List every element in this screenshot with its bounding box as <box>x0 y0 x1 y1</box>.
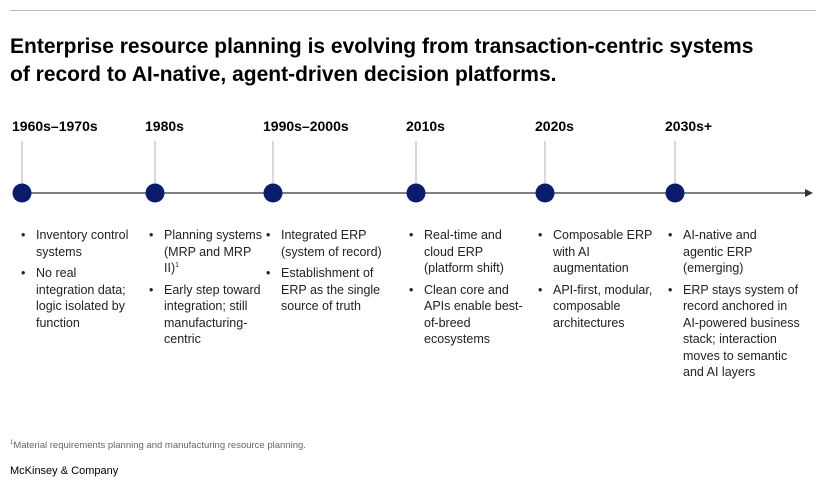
bullet-item: Real-time and cloud ERP (platform shift) <box>406 227 531 277</box>
bullet-item: Early step toward integration; still man… <box>146 282 264 348</box>
bullets-2030s-plus: AI-native and agentic ERP (emerging) ERP… <box>665 227 800 386</box>
bullet-item: Clean core and APIs enable best-of-breed… <box>406 282 531 348</box>
bullet-item: AI-native and agentic ERP (emerging) <box>665 227 800 277</box>
bullet-item: Integrated ERP (system of record) <box>263 227 395 260</box>
node-1960s-1970s <box>12 183 32 203</box>
top-rule <box>10 10 816 11</box>
bullet-item: Composable ERP with AI augmentation <box>535 227 655 277</box>
footnote: 1Material requirements planning and manu… <box>10 440 306 451</box>
node-2010s <box>406 183 426 203</box>
node-1980s <box>145 183 165 203</box>
bullets-1960s-1970s: Inventory control systems No real integr… <box>18 227 138 336</box>
era-label-1990s-2000s: 1990s–2000s <box>263 118 349 134</box>
node-2020s <box>535 183 555 203</box>
bullet-item-with-footnote: Planning systems (MRP and MRP II)1 <box>146 227 264 277</box>
brand-logo-text: McKinsey & Company <box>10 465 119 477</box>
bullets-2010s: Real-time and cloud ERP (platform shift)… <box>406 227 531 353</box>
bullets-2020s: Composable ERP with AI augmentation API-… <box>535 227 655 336</box>
era-label-2010s: 2010s <box>406 118 445 134</box>
bullets-1990s-2000s: Integrated ERP (system of record) Establ… <box>263 227 395 320</box>
footnote-text: Material requirements planning and manuf… <box>13 440 306 452</box>
bullet-text: Planning systems (MRP and MRP II) <box>164 228 262 275</box>
node-1990s-2000s <box>263 183 283 203</box>
node-2030s-plus <box>665 183 685 203</box>
era-label-1980s: 1980s <box>145 118 184 134</box>
footnote-marker: 1 <box>10 440 14 446</box>
title-line-1: Enterprise resource planning is evolving… <box>10 35 754 58</box>
bullet-item: ERP stays system of record anchored in A… <box>665 282 800 381</box>
bullets-1980s: Planning systems (MRP and MRP II)1 Early… <box>146 227 264 353</box>
page-title: Enterprise resource planning is evolving… <box>10 33 816 89</box>
timeline-arrowhead <box>805 189 813 197</box>
bullet-item: No real integration data; logic isolated… <box>18 265 138 331</box>
bullet-item: Inventory control systems <box>18 227 138 260</box>
era-label-2020s: 2020s <box>535 118 574 134</box>
title-line-2: of record to AI-native, agent-driven dec… <box>10 63 557 86</box>
era-label-1960s-1970s: 1960s–1970s <box>12 118 98 134</box>
bullet-item: API-first, modular, composable architect… <box>535 282 655 332</box>
footnote-marker: 1 <box>175 261 180 269</box>
era-label-2030s-plus: 2030s+ <box>665 118 713 134</box>
bullet-item: Establishment of ERP as the single sourc… <box>263 265 395 315</box>
